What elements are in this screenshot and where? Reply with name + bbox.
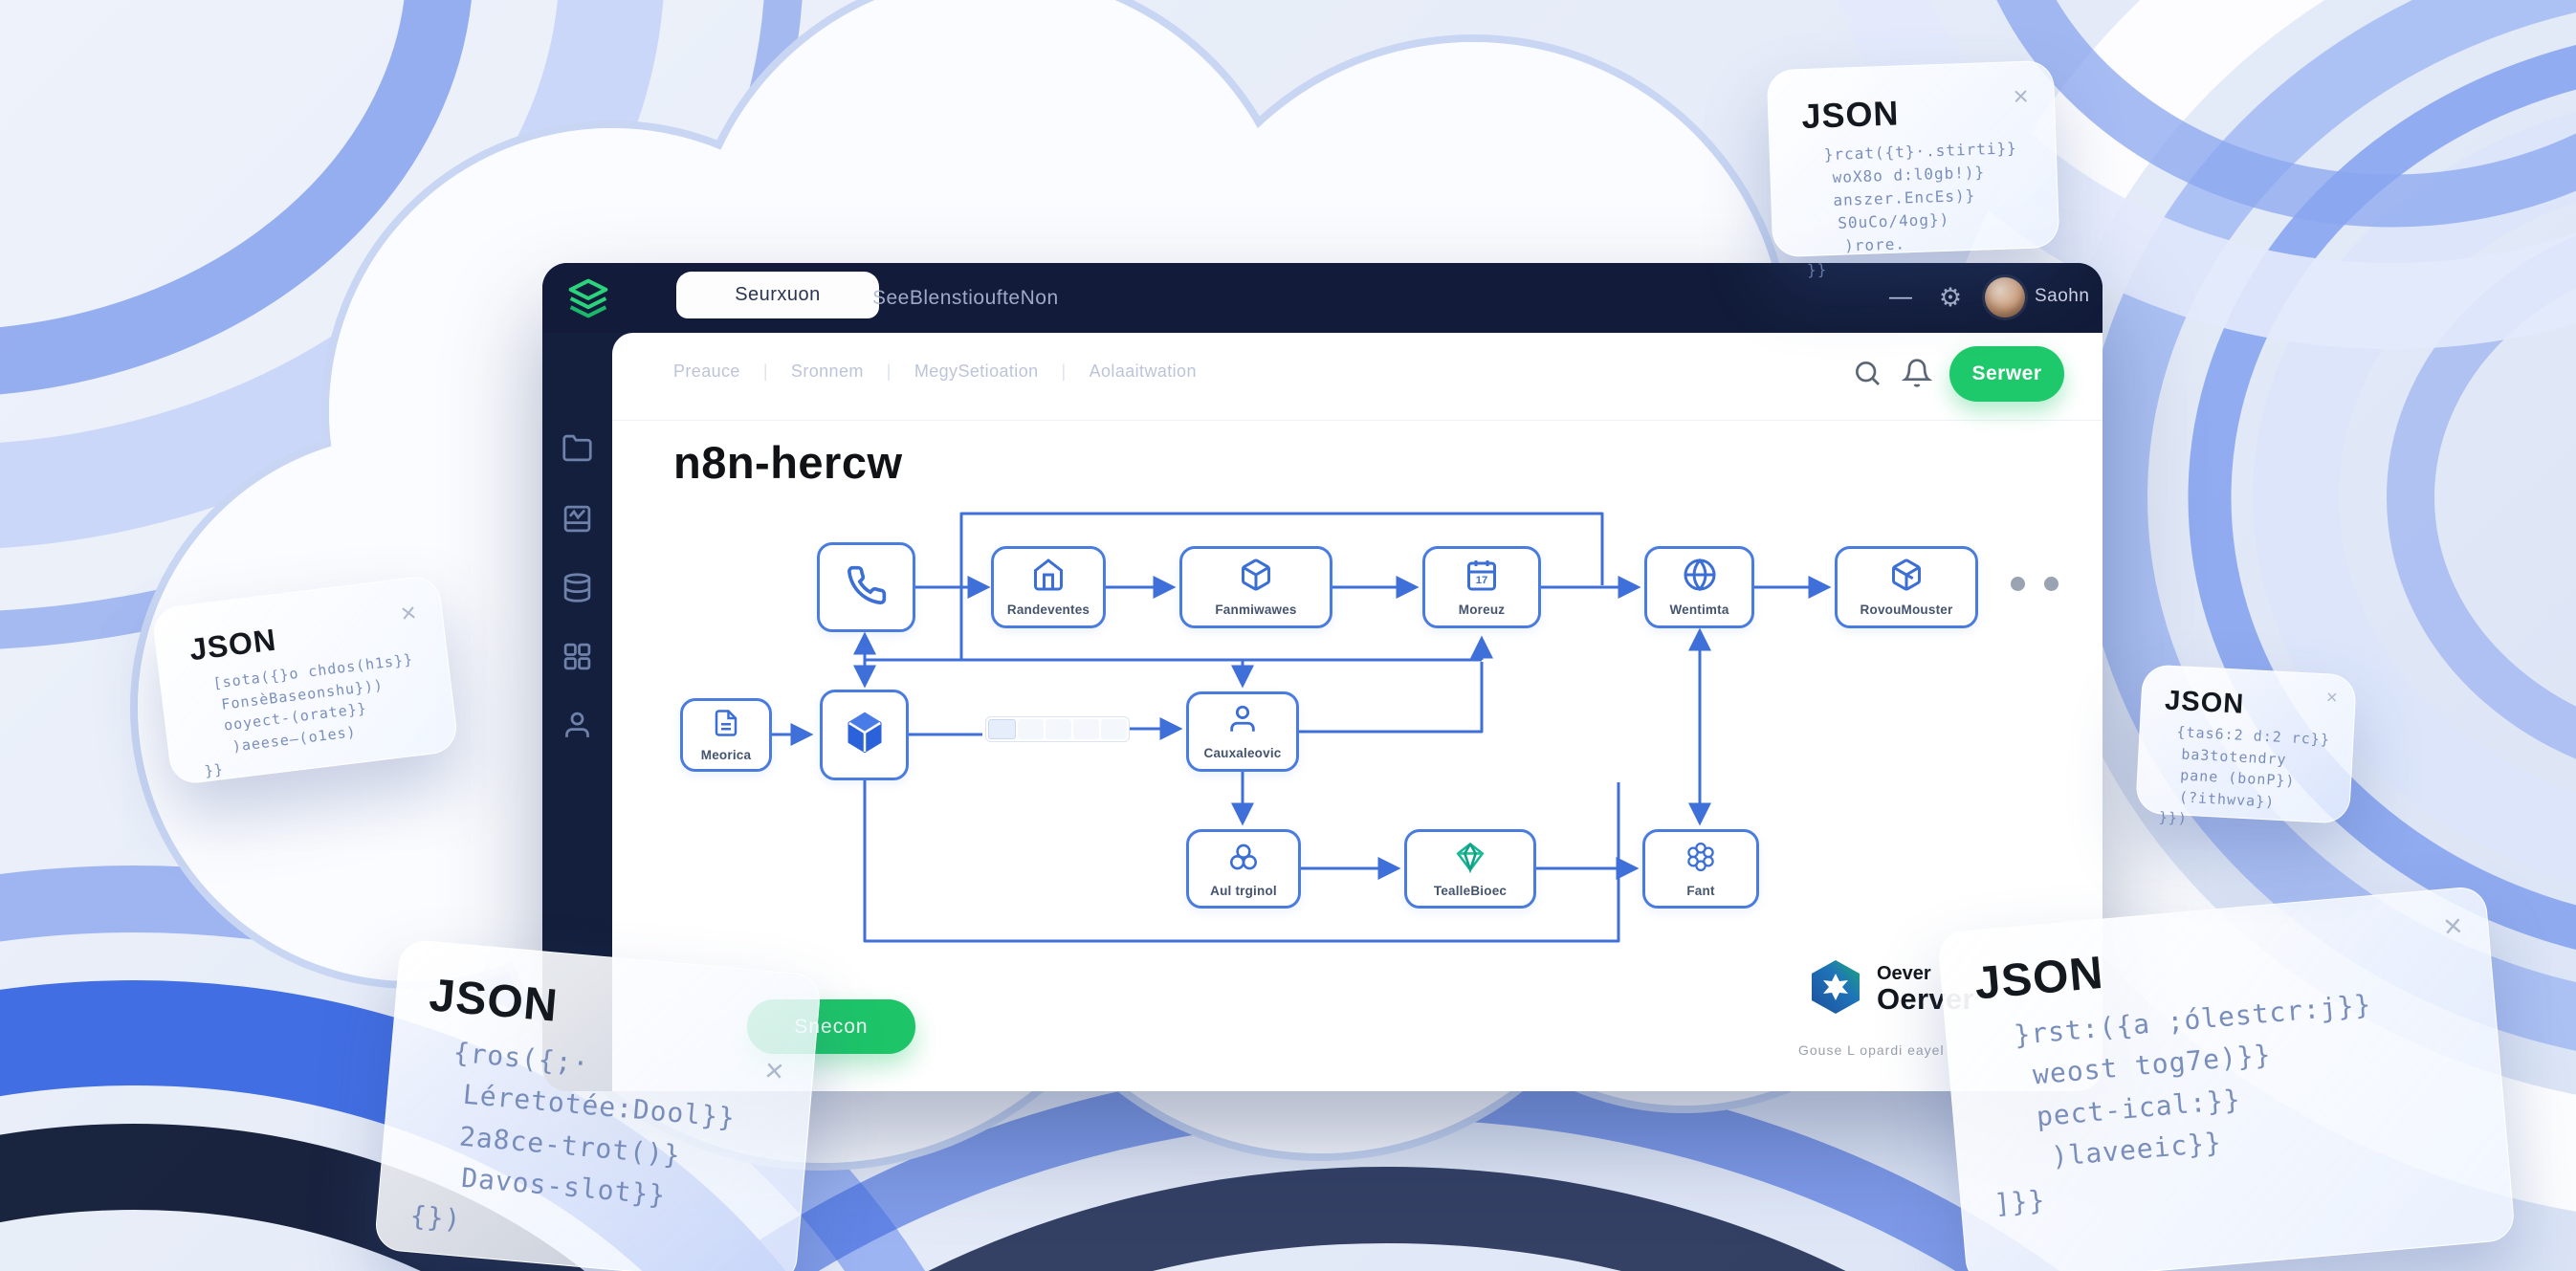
node-fanmiwawes[interactable]: Fanmiwawes (1179, 546, 1332, 628)
json-card-left: × JSON [sota({}o chdos(h1s}} FonsèBaseon… (150, 574, 460, 786)
sidebar-folder-icon[interactable] (561, 432, 593, 464)
json-card-bottom-right: × JSON }rst:({a ;ólestcr:j}} weost tog7e… (1936, 885, 2517, 1271)
phone-icon (846, 564, 888, 611)
breadcrumb-item[interactable]: Aolaaitwation (1089, 362, 1197, 381)
node-cauxaleovic[interactable]: Cauxaleovic (1186, 691, 1299, 772)
node-label: Meorica (700, 747, 752, 762)
json-card-top-right: × JSON }rcat({t}·.stirti}} woX8o d:l0gb!… (1766, 59, 2060, 279)
node-phone-trigger[interactable] (817, 542, 915, 632)
node-label: Wentimta (1669, 603, 1729, 617)
close-icon[interactable]: × (2325, 687, 2339, 709)
globe-icon (1683, 558, 1717, 597)
tab-active[interactable]: Seurxuon (676, 272, 879, 318)
tab-inactive[interactable]: SeeBlenstioufteNon (872, 263, 1059, 333)
json-card-bottom-left: × JSON {ros({;· Léretotée:Dool}} 2a8ce-t… (373, 938, 823, 1271)
gem-icon (1454, 841, 1486, 878)
node-wentimta[interactable]: Wentimta (1644, 546, 1754, 628)
document-icon (712, 709, 740, 742)
minimize-button[interactable]: — (1889, 284, 1912, 310)
calendar-icon: 17 (1464, 558, 1499, 597)
user-name: Saohn (2035, 286, 2090, 306)
node-label: Cauxaleovic (1203, 746, 1282, 760)
hub-cube-icon (841, 709, 889, 761)
app-window: Seurxuon SeeBlenstioufteNon — ⚙ Saohn (542, 263, 2103, 1091)
card-title: JSON (2164, 685, 2245, 720)
hexagon-logo-icon (1806, 956, 1865, 1022)
node-aul-trginol[interactable]: Aul trginol (1186, 829, 1301, 909)
breadcrumb-item[interactable]: Preauce (673, 362, 740, 381)
flower-icon (1684, 841, 1717, 878)
server-button[interactable]: Serwer (1949, 346, 2064, 402)
close-icon[interactable]: × (2012, 80, 2030, 112)
node-randeventes[interactable]: Randeventes (991, 546, 1106, 628)
tab-inactive-label: SeeBlenstioufteNon (872, 286, 1059, 309)
breadcrumb: Preauce | Sronnem | MegySetioation | Aol… (673, 362, 1197, 381)
breadcrumb-item[interactable]: Sronnem (790, 362, 864, 381)
dot[interactable] (2044, 577, 2059, 591)
bell-icon[interactable] (1901, 358, 1933, 388)
node-label: Fant (1686, 883, 1715, 898)
close-icon[interactable]: × (2441, 907, 2464, 946)
search-icon[interactable] (1852, 358, 1882, 388)
user-avatar[interactable] (1985, 277, 2025, 318)
page-dots[interactable] (2011, 577, 2059, 591)
svg-text:17: 17 (1476, 575, 1488, 586)
sidebar-grid-icon[interactable] (561, 641, 593, 672)
node-teallebioec[interactable]: TealleBioec (1404, 829, 1536, 909)
page-title: n8n-hercw (673, 437, 903, 488)
node-label: Randeventes (1006, 603, 1090, 617)
content-area: Preauce | Sronnem | MegySetioation | Aol… (612, 333, 2103, 1091)
content-header: Preauce | Sronnem | MegySetioation | Aol… (612, 333, 2103, 421)
app-logo-icon (567, 277, 609, 319)
circles-cluster-icon (1227, 841, 1260, 878)
home-icon (1031, 558, 1066, 597)
node-rovoumouster[interactable]: RovouMouster (1835, 546, 1978, 628)
breadcrumb-item[interactable]: MegySetioation (914, 362, 1039, 381)
json-card-right-small: × JSON {tas6:2 d:2 rc}} ba3totendry pane… (2135, 664, 2357, 827)
node-hub-cube[interactable] (820, 690, 909, 780)
window-titlebar: Seurxuon SeeBlenstioufteNon — ⚙ Saohn (542, 263, 2103, 333)
node-label: TealleBioec (1433, 883, 1508, 898)
package-icon (1239, 558, 1273, 597)
cube-icon (1889, 558, 1924, 597)
close-icon[interactable]: × (399, 597, 419, 629)
sidebar-user-icon[interactable] (561, 710, 593, 741)
sidebar-database-icon[interactable] (561, 572, 593, 603)
card-title: JSON (1800, 93, 1901, 137)
tab-active-label: Seurxuon (735, 284, 821, 305)
node-moreuz[interactable]: 17 Moreuz (1422, 546, 1541, 628)
node-label: Fanmiwawes (1215, 603, 1297, 617)
node-meorica[interactable]: Meorica (680, 698, 772, 772)
node-label: Moreuz (1458, 603, 1506, 617)
node-label: Aul trginol (1210, 883, 1277, 898)
dot[interactable] (2011, 577, 2025, 591)
person-icon (1226, 703, 1259, 740)
node-fant[interactable]: Fant (1642, 829, 1759, 909)
sidebar-chart-icon[interactable] (561, 503, 593, 535)
node-label: RovouMouster (1860, 603, 1953, 617)
footer-tagline: Gouse L opardi eayel (1798, 1042, 1945, 1058)
progress-segments (985, 716, 1130, 742)
settings-gear-icon[interactable]: ⚙ (1938, 282, 1963, 312)
footer-logo-line1: Oever (1877, 962, 1931, 984)
